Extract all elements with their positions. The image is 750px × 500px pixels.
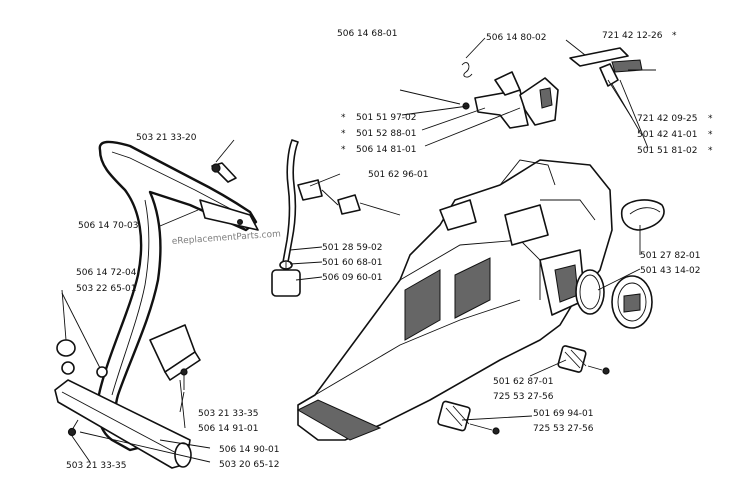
label-506-14-80-02: 506 14 80-02 xyxy=(486,33,547,43)
part-labels: 506 14 68-01 506 14 80-02 721 42 12-26 *… xyxy=(66,29,713,471)
label-725-53-27-56: 725 53 27-56 xyxy=(533,424,594,434)
label-501-27-82-01: 501 27 82-01 xyxy=(640,251,701,261)
label-503-20-65-12: 503 20 65-12 xyxy=(219,460,280,470)
label-721-42-12-26: 721 42 12-26 xyxy=(602,31,663,41)
label-asterisk: * xyxy=(341,129,346,139)
label-503-22-65-01: 503 22 65-01 xyxy=(76,284,137,294)
label-501-62-87-01: 501 62 87-01 xyxy=(493,377,554,387)
leader-lines xyxy=(61,37,649,463)
label-asterisk: * xyxy=(672,31,677,41)
label-asterisk: * xyxy=(708,146,713,156)
label-501-69-94-01: 501 69 94-01 xyxy=(533,409,594,419)
label-asterisk: * xyxy=(341,113,346,123)
label-506-09-60-01: 506 09 60-01 xyxy=(322,273,383,283)
label-503-21-33-35: 503 21 33-35 xyxy=(66,461,127,471)
handle-small-parts xyxy=(56,162,237,437)
label-503-21-33-35: 503 21 33-35 xyxy=(198,409,259,419)
label-501-60-68-01: 501 60 68-01 xyxy=(322,258,383,268)
label-506-14-81-01: 506 14 81-01 xyxy=(356,145,417,155)
label-725-53-27-56: 725 53 27-56 xyxy=(493,392,554,402)
main-housing xyxy=(296,159,613,441)
label-506-14-68-01: 506 14 68-01 xyxy=(337,29,398,39)
label-501-42-41-01: 501 42 41-01 xyxy=(637,130,698,140)
fuel-cap xyxy=(575,199,665,329)
label-501-62-96-01: 501 62 96-01 xyxy=(368,170,429,180)
label-501-28-59-02: 501 28 59-02 xyxy=(322,243,383,253)
label-506-14-72-04: 506 14 72-04 xyxy=(76,268,137,278)
label-501-43-14-02: 501 43 14-02 xyxy=(640,266,701,276)
label-506-14-90-01: 506 14 90-01 xyxy=(219,445,280,455)
label-asterisk: * xyxy=(708,114,713,124)
throttle-parts xyxy=(399,47,656,129)
fuel-hose-assembly xyxy=(271,139,401,297)
label-asterisk: * xyxy=(708,130,713,140)
label-506-14-70-03: 506 14 70-03 xyxy=(78,221,139,231)
av-dampers xyxy=(437,345,610,435)
label-501-51-97-02: 501 51 97-02 xyxy=(356,113,417,123)
label-503-21-33-20: 503 21 33-20 xyxy=(136,133,197,143)
label-506-14-91-01: 506 14 91-01 xyxy=(198,424,259,434)
label-asterisk: * xyxy=(341,145,346,155)
label-501-51-81-02: 501 51 81-02 xyxy=(637,146,698,156)
watermark: eReplacementParts.com xyxy=(172,229,282,247)
label-501-52-88-01: 501 52 88-01 xyxy=(356,129,417,139)
front-handle xyxy=(54,140,259,469)
label-721-42-09-25: 721 42 09-25 xyxy=(637,114,698,124)
